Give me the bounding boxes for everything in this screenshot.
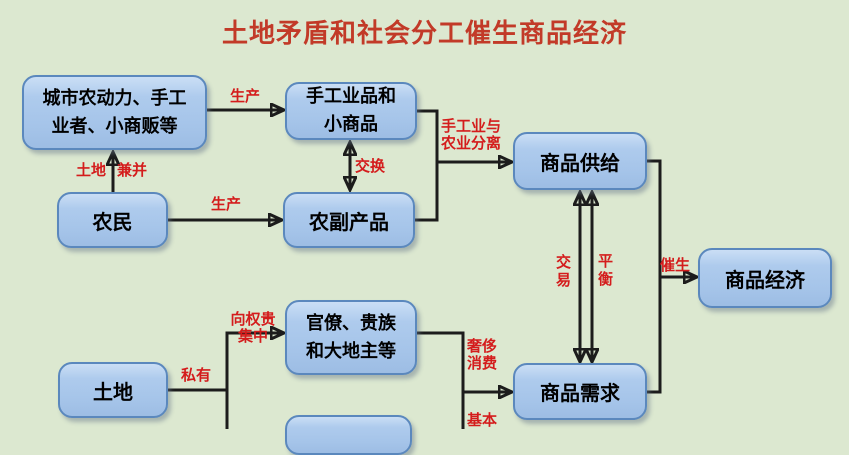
connector-layer (0, 0, 849, 429)
label-basic-consumption: 基本 (467, 411, 498, 429)
box-urban-labor: 城市农动力、手工 业者、小商贩等 (22, 75, 207, 150)
arrow-to-officials (225, 333, 283, 429)
label-land-annex-right: 兼并 (117, 161, 148, 179)
box-commodity-demand: 商品需求 (513, 363, 647, 420)
box-commodity-supply: 商品供给 (513, 132, 647, 190)
label-land-annex-left: 土地 (76, 161, 107, 179)
label-produce-bottom: 生产 (211, 195, 242, 213)
label-produce-top: 生产 (229, 87, 260, 105)
box-officials-nobles: 官僚、贵族 和大地主等 (285, 300, 417, 375)
label-concentrate-to-powerful: 向权贵 集中 (230, 310, 276, 346)
connector-supply-demand-merge (647, 159, 662, 394)
label-spawn: 催生 (660, 256, 691, 274)
box-handicraft-goods: 手工业品和 小商品 (285, 82, 417, 140)
connector-handicraft-agri-merge (415, 109, 439, 222)
label-handicraft-agri-separation: 手工业与 农业分离 (441, 117, 502, 153)
box-land: 土地 (58, 362, 168, 418)
connector-officials-down (417, 331, 465, 429)
diagram-title: 土地矛盾和社会分工催生商品经济 (221, 19, 627, 49)
box-farmer: 农民 (57, 192, 168, 248)
box-commodity-economy: 商品经济 (698, 248, 832, 308)
label-private-ownership: 私有 (181, 366, 212, 384)
label-balance: 平衡 (596, 253, 614, 289)
label-luxury-consumption: 奢侈 消费 (467, 337, 498, 373)
label-exchange: 交换 (355, 157, 386, 175)
box-partial-bottom (285, 415, 412, 455)
label-trade: 交易 (554, 254, 572, 290)
box-agri-products: 农副产品 (283, 192, 415, 248)
